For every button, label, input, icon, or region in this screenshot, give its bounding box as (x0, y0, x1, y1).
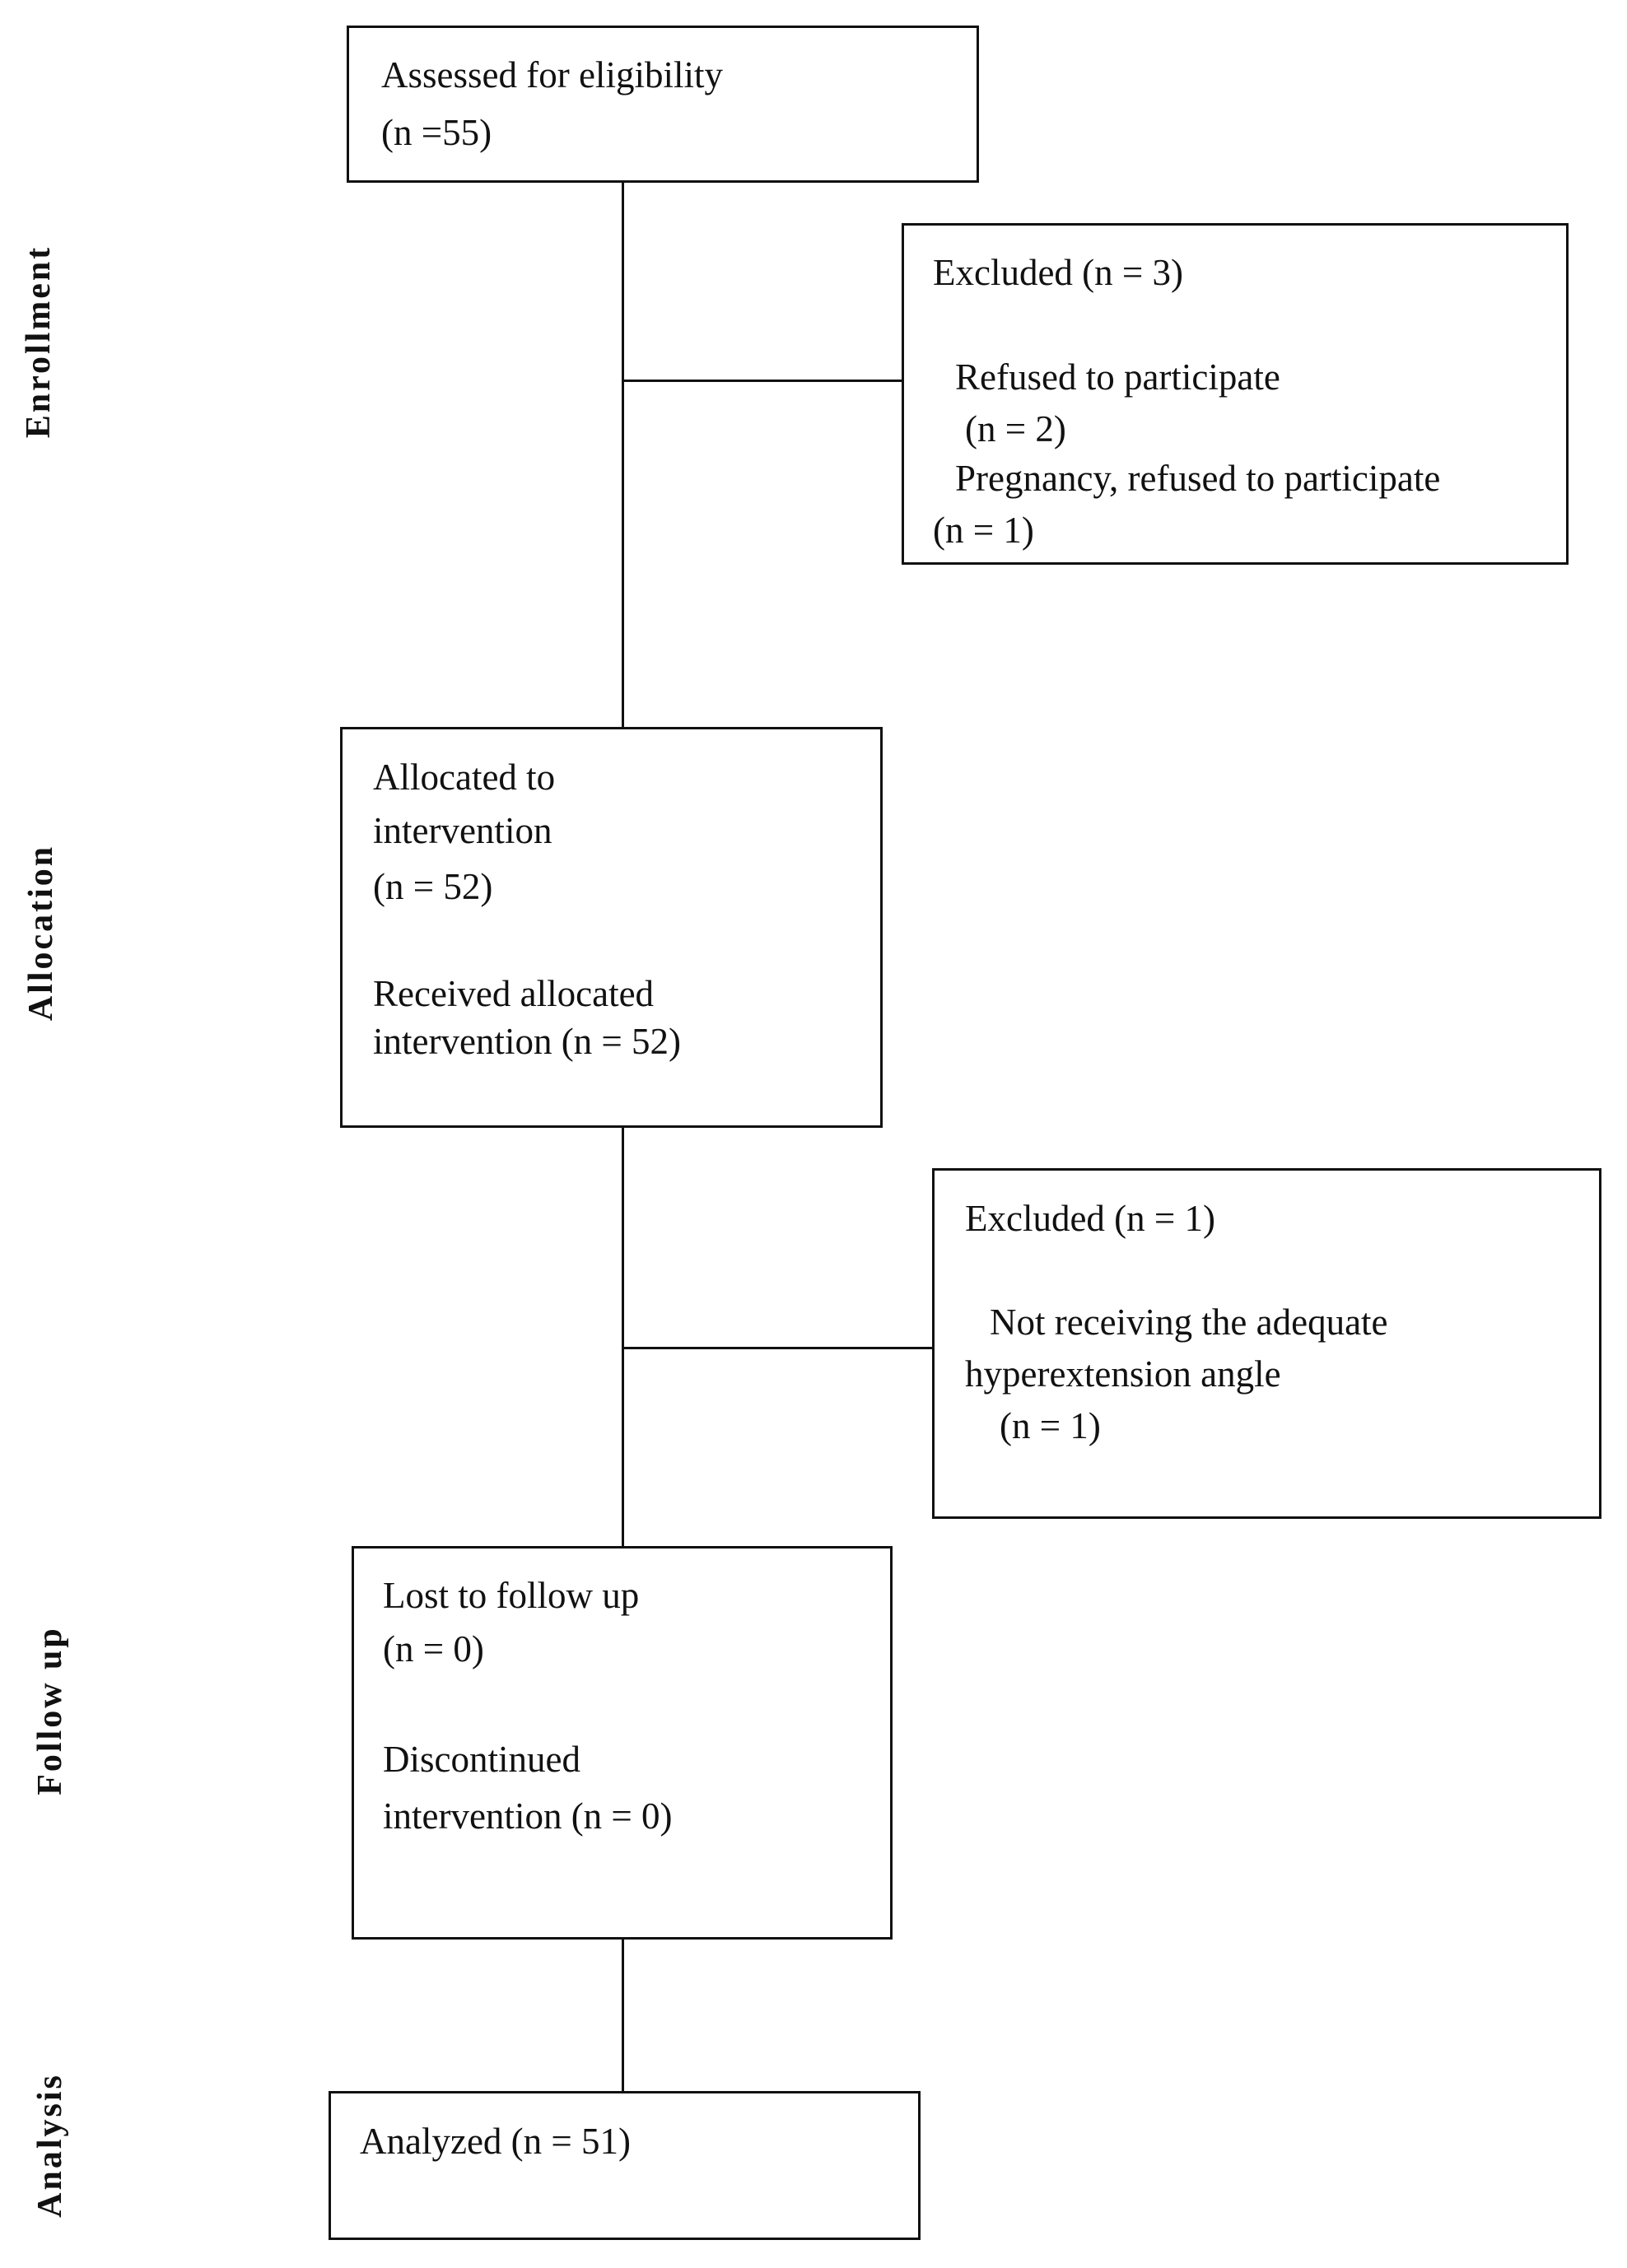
box-text: hyperextension angle (965, 1353, 1281, 1395)
allocated-box (340, 727, 883, 1128)
connector-follow-up-to-analyzed (622, 1940, 624, 2095)
box-text: Refused to participate (955, 356, 1280, 398)
box-text: (n = 1) (933, 510, 1034, 551)
stage-label-analysis: Analysis (31, 2073, 69, 2218)
stage-label-allocation: Allocation (22, 844, 60, 1022)
connector-allocated-to-follow-up (622, 1128, 624, 1546)
box-text: Not receiving the adequate (990, 1302, 1388, 1343)
analyzed-box (329, 2091, 921, 2240)
box-text: Discontinued (383, 1739, 580, 1780)
connector-assessed-to-allocated (622, 183, 624, 727)
box-text: intervention (n = 52) (373, 1021, 682, 1062)
box-text: Allocated to (373, 757, 556, 798)
connector-to-excluded-follow-up (622, 1347, 932, 1349)
connector-to-excluded-enrollment (622, 380, 902, 382)
box-text: (n = 1) (1000, 1405, 1101, 1446)
box-text: Excluded (n = 3) (933, 252, 1184, 293)
box-text: intervention (n = 0) (383, 1795, 673, 1837)
box-text: Lost to follow up (383, 1575, 640, 1616)
box-text: (n = 2) (965, 408, 1066, 449)
stage-label-enrollment: Enrollment (20, 244, 58, 439)
box-text: Assessed for eligibility (381, 54, 723, 95)
excluded-enrollment-box (902, 223, 1569, 565)
box-text: (n = 52) (373, 866, 493, 907)
follow-up-box (352, 1546, 893, 1940)
box-text: Pregnancy, refused to participate (955, 458, 1441, 499)
box-text: Analyzed (n = 51) (360, 2121, 632, 2162)
box-text: Received allocated (373, 973, 655, 1014)
assessed-box (347, 26, 979, 183)
box-text: intervention (373, 810, 552, 851)
stage-label-follow-up: Follow up (31, 1626, 69, 1795)
box-text: Excluded (n = 1) (965, 1198, 1216, 1239)
excluded-follow-up-box (932, 1168, 1601, 1519)
box-text: (n = 0) (383, 1628, 484, 1670)
box-text: (n =55) (381, 112, 492, 153)
